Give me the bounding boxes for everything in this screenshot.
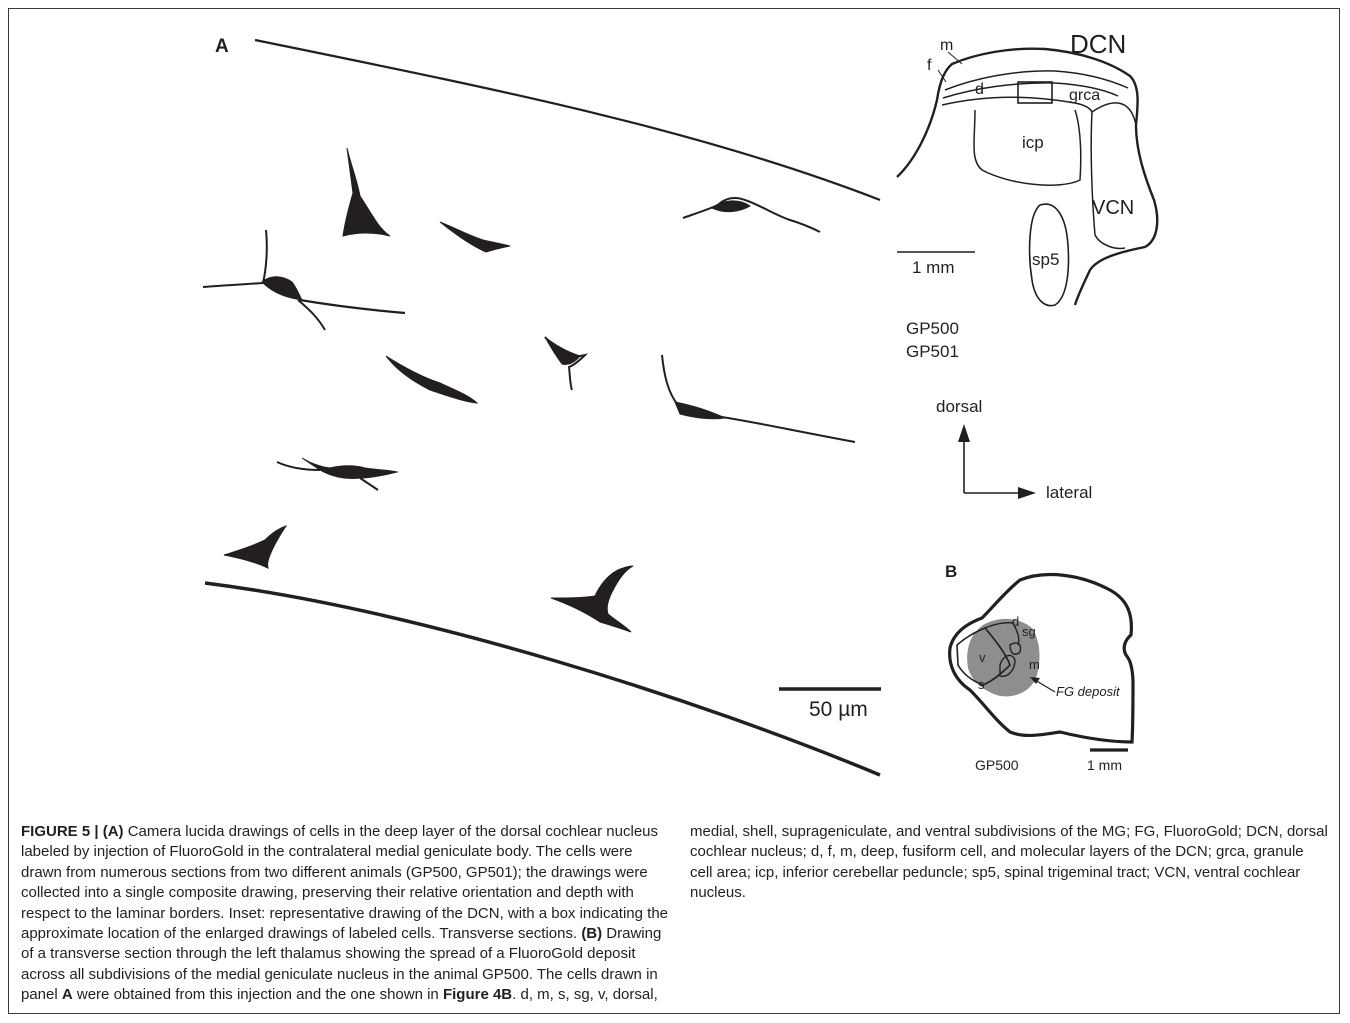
animal-label-gp500: GP500 xyxy=(906,319,959,338)
caption-a-label: (A) xyxy=(103,823,124,840)
dcn-title: DCN xyxy=(1070,29,1126,59)
inset-scale-label: 1 mm xyxy=(912,258,955,277)
caption-a-text: Camera lucida drawings of cells in the d… xyxy=(21,823,668,942)
labeled-cell xyxy=(662,355,855,442)
panel-a-scale-label: 50 µm xyxy=(809,698,868,721)
animal-label-gp501: GP501 xyxy=(906,342,959,361)
caption-b-text-3-continued: medial, shell, suprageniculate, and vent… xyxy=(690,823,1328,901)
layer-label-m: m xyxy=(940,37,953,54)
subdivision-label-v: v xyxy=(979,650,986,665)
subdivision-label-m: m xyxy=(1029,657,1040,672)
caption-b-label: (B) xyxy=(581,925,602,942)
inset-location-box xyxy=(1018,82,1052,103)
panel-b-scale-label: 1 mm xyxy=(1087,757,1122,773)
layer-label-d: d xyxy=(975,81,984,98)
caption-panel-ref: A xyxy=(62,986,73,1003)
caption-left-column: FIGURE 5 | (A) Camera lucida drawings of… xyxy=(21,822,671,1006)
labeled-cell xyxy=(203,230,405,330)
labeled-cell xyxy=(277,458,397,490)
labeled-cell xyxy=(551,566,633,632)
upper-laminar-border xyxy=(255,40,880,200)
dorsal-arrowhead xyxy=(958,424,970,442)
labeled-cell xyxy=(386,356,477,403)
panel-b-animal-label: GP500 xyxy=(975,757,1019,773)
fg-deposit-label: FG deposit xyxy=(1056,684,1121,699)
structure-label-vcn: VCN xyxy=(1092,197,1134,219)
layer-label-grca: grca xyxy=(1069,87,1100,104)
layer-label-f: f xyxy=(927,57,932,74)
subdivision-label-sg: sg xyxy=(1022,624,1036,639)
caption-b-text-2: were obtained from this injection and th… xyxy=(73,986,443,1003)
lateral-arrowhead xyxy=(1018,487,1036,499)
labeled-cell xyxy=(343,148,390,236)
caption-b-text-3: . d, m, s, sg, v, dorsal, xyxy=(512,986,658,1003)
labeled-cell xyxy=(440,222,510,252)
structure-label-sp5: sp5 xyxy=(1032,250,1059,269)
structure-label-icp: icp xyxy=(1022,133,1044,152)
figure-drawing: A xyxy=(0,0,1350,810)
labeled-cell xyxy=(545,337,585,390)
caption-figure-ref[interactable]: Figure 4B xyxy=(443,986,512,1003)
orientation-lateral-label: lateral xyxy=(1046,483,1092,502)
lower-laminar-border xyxy=(205,583,880,775)
labeled-cell xyxy=(224,526,286,568)
labeled-cells xyxy=(203,148,855,632)
panel-b-label: B xyxy=(945,562,957,581)
subdivision-label-s: s xyxy=(978,677,985,692)
orientation-dorsal-label: dorsal xyxy=(936,397,982,416)
panel-a-label: A xyxy=(215,36,229,57)
labeled-cell xyxy=(683,198,820,232)
caption-right-column: medial, shell, suprageniculate, and vent… xyxy=(690,822,1330,904)
subdivision-label-d: d xyxy=(1012,614,1019,629)
figure-label: FIGURE 5 | xyxy=(21,823,103,840)
